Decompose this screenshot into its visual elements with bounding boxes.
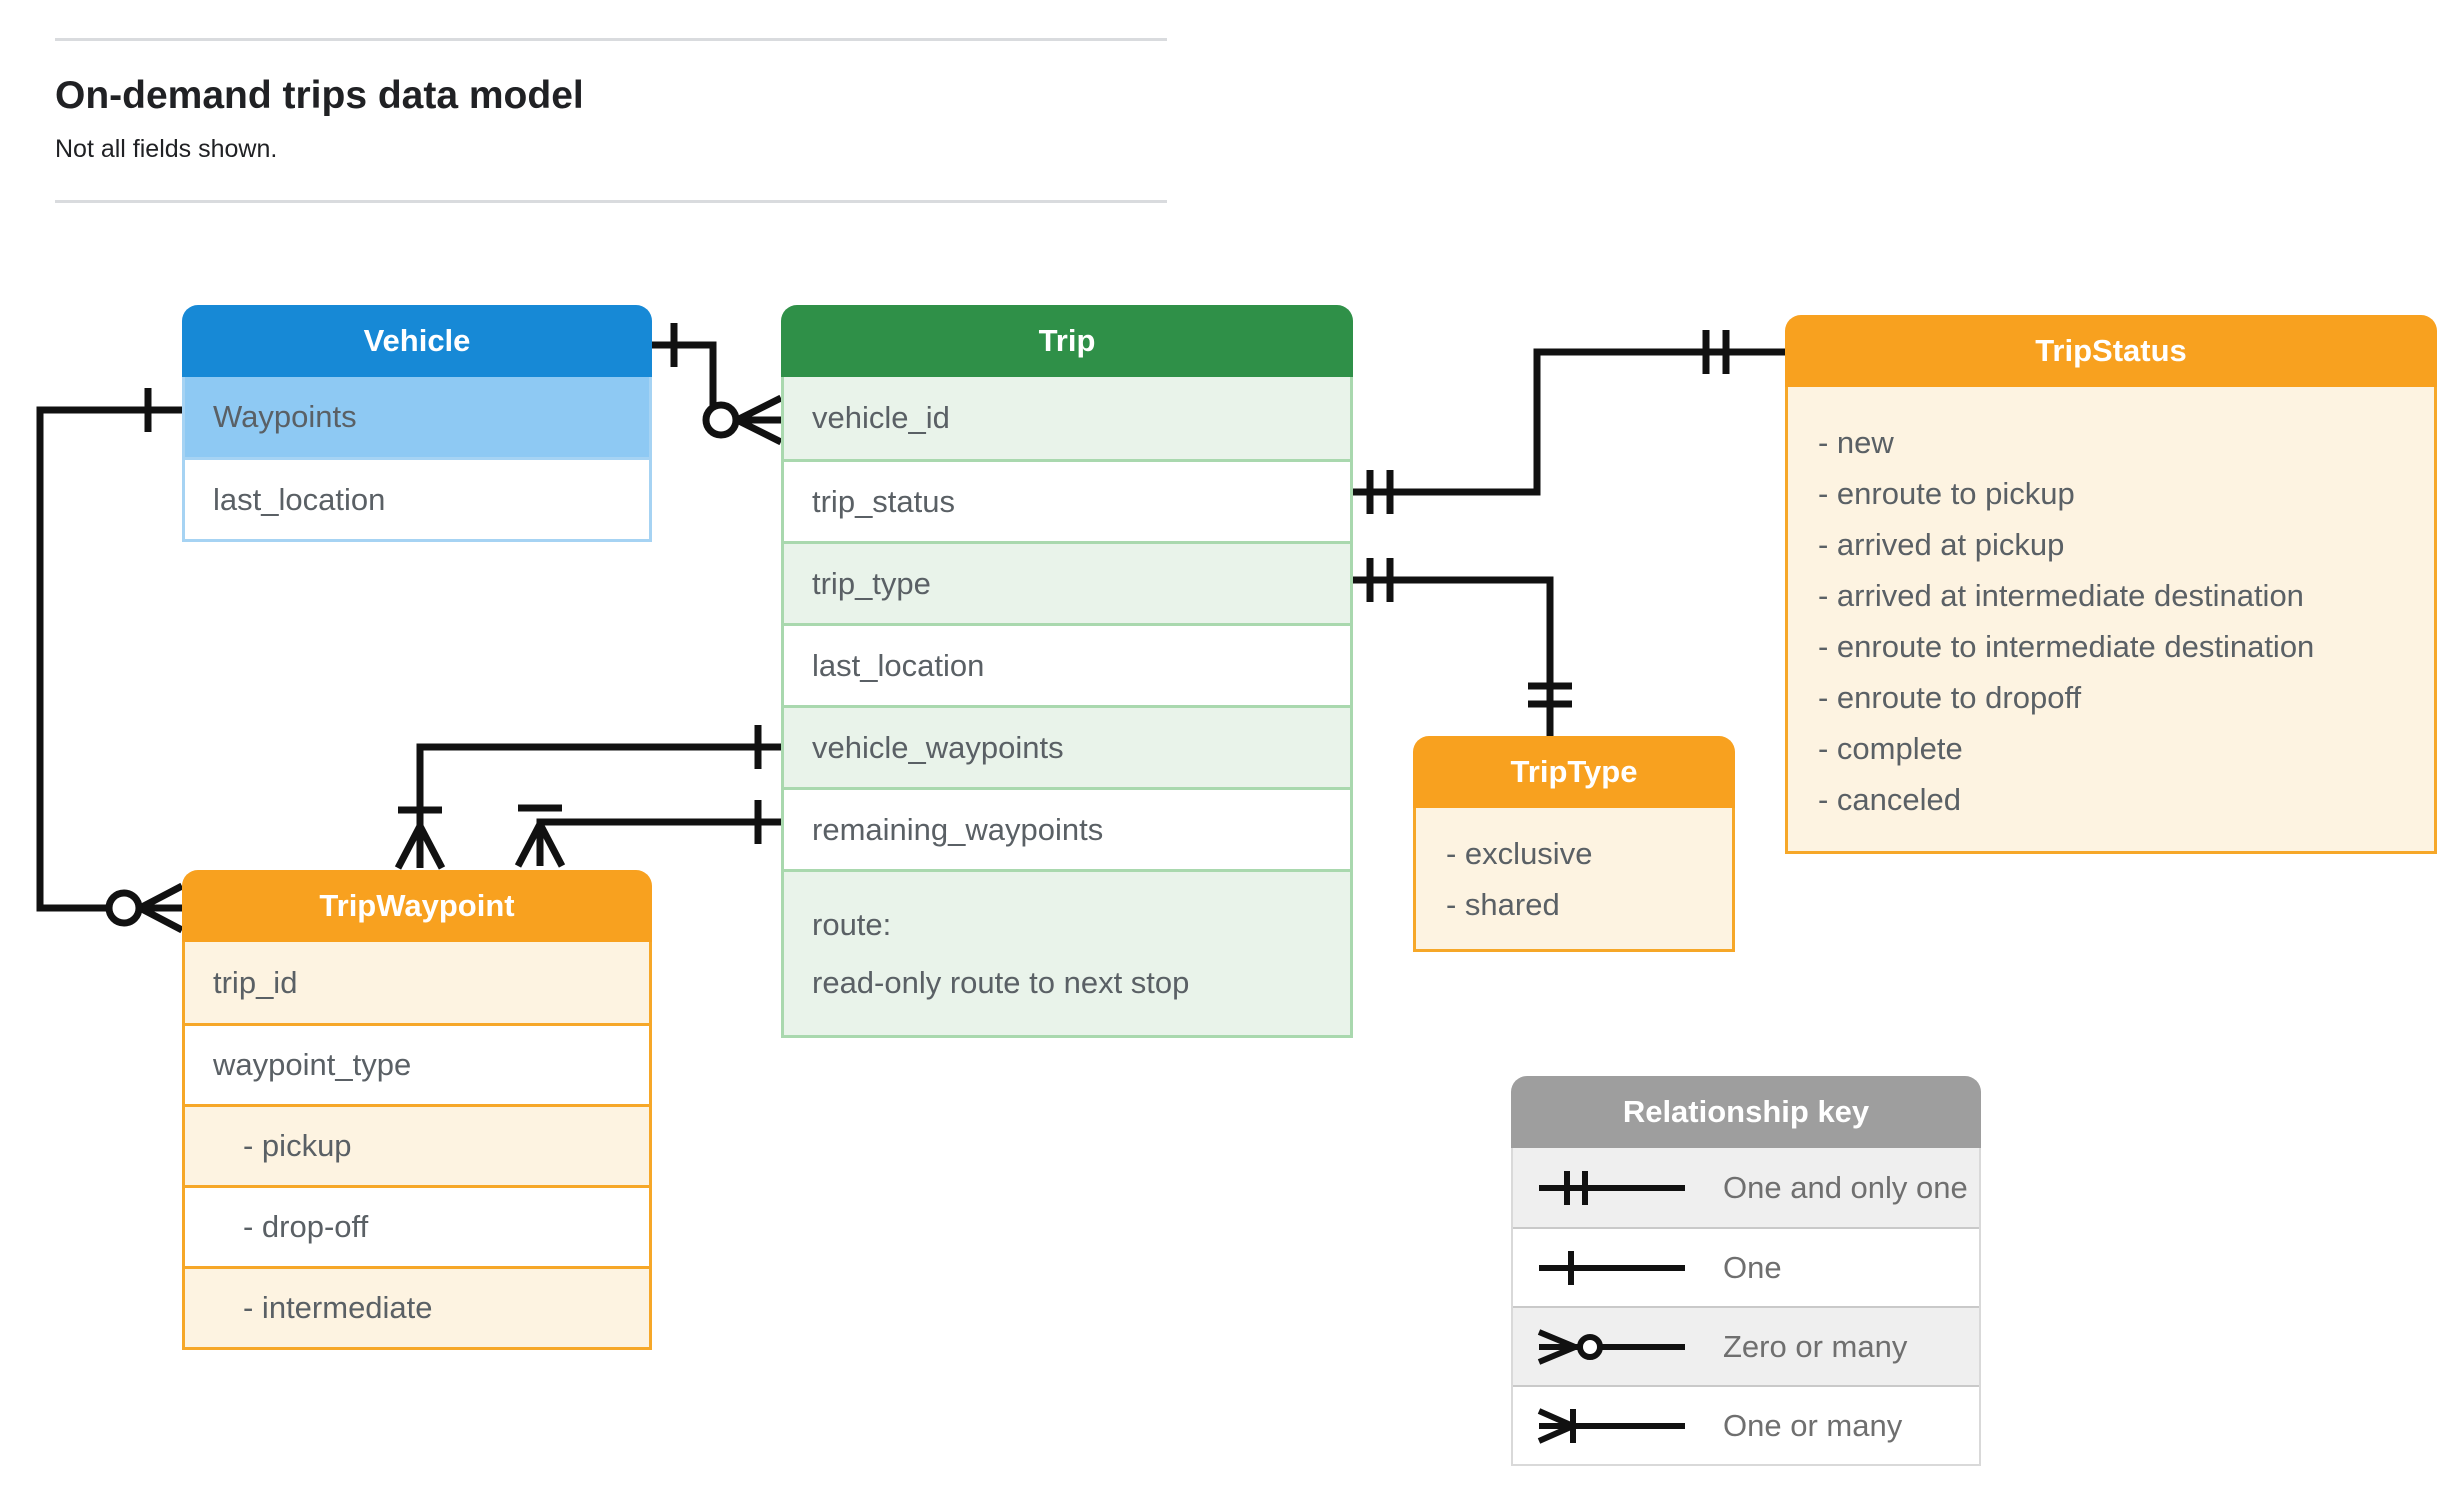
entity-tripwaypoint-title: TripWaypoint xyxy=(182,870,652,942)
enum-value: - exclusive xyxy=(1446,836,1593,871)
wire-vehicle-to-trip xyxy=(652,323,783,446)
enum-value: - arrived at intermediate destination xyxy=(1818,578,2304,613)
relationship-key: Relationship key One and only one One xyxy=(1511,1076,1981,1466)
entity-triptype: TripType - exclusive - shared xyxy=(1413,736,1735,952)
legend-row-zero-or-many: Zero or many xyxy=(1513,1306,1979,1385)
field-row-remaining-waypoints: remaining_waypoints xyxy=(784,787,1350,869)
field-row-route: route: read-only route to next stop xyxy=(784,869,1350,1035)
one-and-only-one-icon xyxy=(1539,1170,1685,1205)
legend-row-one-or-many: One or many xyxy=(1513,1385,1979,1464)
entity-vehicle: Vehicle Waypoints last_location xyxy=(182,305,652,542)
field-row-intermediate: - intermediate xyxy=(185,1266,649,1347)
crow-foot-icon xyxy=(138,882,184,934)
entity-trip-title: Trip xyxy=(781,305,1353,377)
wire-waypoints-to-tripwaypoint xyxy=(36,388,184,934)
double-tick xyxy=(1366,558,1394,602)
double-tick xyxy=(1528,682,1572,708)
enum-value: - enroute to intermediate destination xyxy=(1818,629,2315,664)
field-row-last-location: last_location xyxy=(784,623,1350,705)
field-row-drop-off: - drop-off xyxy=(185,1185,649,1266)
relationship-key-title: Relationship key xyxy=(1511,1076,1981,1148)
legend-row-one: One xyxy=(1513,1227,1979,1306)
title-divider-top xyxy=(55,38,1167,41)
crow-foot-icon xyxy=(735,394,783,446)
double-tick xyxy=(1366,470,1394,514)
field-row-waypoints: Waypoints xyxy=(185,377,649,457)
entity-vehicle-title: Vehicle xyxy=(182,305,652,377)
one-icon xyxy=(1539,1250,1685,1285)
zero-or-many-icon xyxy=(1537,1328,1685,1365)
entity-trip: Trip vehicle_id trip_status trip_type la… xyxy=(781,305,1353,1038)
enum-value: - enroute to dropoff xyxy=(1818,680,2082,715)
field-row-trip-type: trip_type xyxy=(784,541,1350,623)
entity-tripstatus-title: TripStatus xyxy=(1785,315,2437,387)
double-tick xyxy=(1702,330,1730,374)
enum-value: - arrived at pickup xyxy=(1818,527,2065,562)
field-row-vehicle-waypoints: vehicle_waypoints xyxy=(784,705,1350,787)
one-or-many-icon xyxy=(1537,1407,1685,1444)
crow-foot-icon xyxy=(514,822,566,868)
enum-value: - enroute to pickup xyxy=(1818,476,2075,511)
crow-foot-icon xyxy=(394,824,446,870)
page-title: On-demand trips data model xyxy=(55,74,584,117)
wire-trip-type-to-triptype xyxy=(1353,558,1572,736)
wire-remaining-waypoints-to-tripwaypoint xyxy=(514,800,781,868)
zero-circle-icon xyxy=(105,889,143,927)
wire-vehicle-waypoints-to-tripwaypoint xyxy=(394,725,781,870)
enum-value: - new xyxy=(1818,425,1894,460)
zero-circle-icon xyxy=(702,401,740,439)
field-row-trip-id: trip_id xyxy=(185,942,649,1023)
page-subtitle: Not all fields shown. xyxy=(55,135,278,163)
field-row-trip-status: trip_status xyxy=(784,459,1350,541)
field-row-vehicle-id: vehicle_id xyxy=(784,377,1350,459)
entity-triptype-title: TripType xyxy=(1413,736,1735,808)
wire-trip-status-to-tripstatus xyxy=(1353,330,1785,514)
field-row-pickup: - pickup xyxy=(185,1104,649,1185)
title-divider-bottom xyxy=(55,200,1167,203)
triptype-values: - exclusive - shared xyxy=(1416,808,1732,930)
legend-row-one-and-only-one: One and only one xyxy=(1513,1148,1979,1227)
field-row-waypoint-type: waypoint_type xyxy=(185,1023,649,1104)
field-row-last-location: last_location xyxy=(185,457,649,539)
enum-value: - complete xyxy=(1818,731,1963,766)
entity-tripwaypoint: TripWaypoint trip_id waypoint_type - pic… xyxy=(182,870,652,1350)
enum-value: - shared xyxy=(1446,887,1560,922)
enum-value: - canceled xyxy=(1818,782,1962,817)
tripstatus-values: - new - enroute to pickup - arrived at p… xyxy=(1788,387,2434,825)
entity-tripstatus: TripStatus - new - enroute to pickup - a… xyxy=(1785,315,2437,854)
